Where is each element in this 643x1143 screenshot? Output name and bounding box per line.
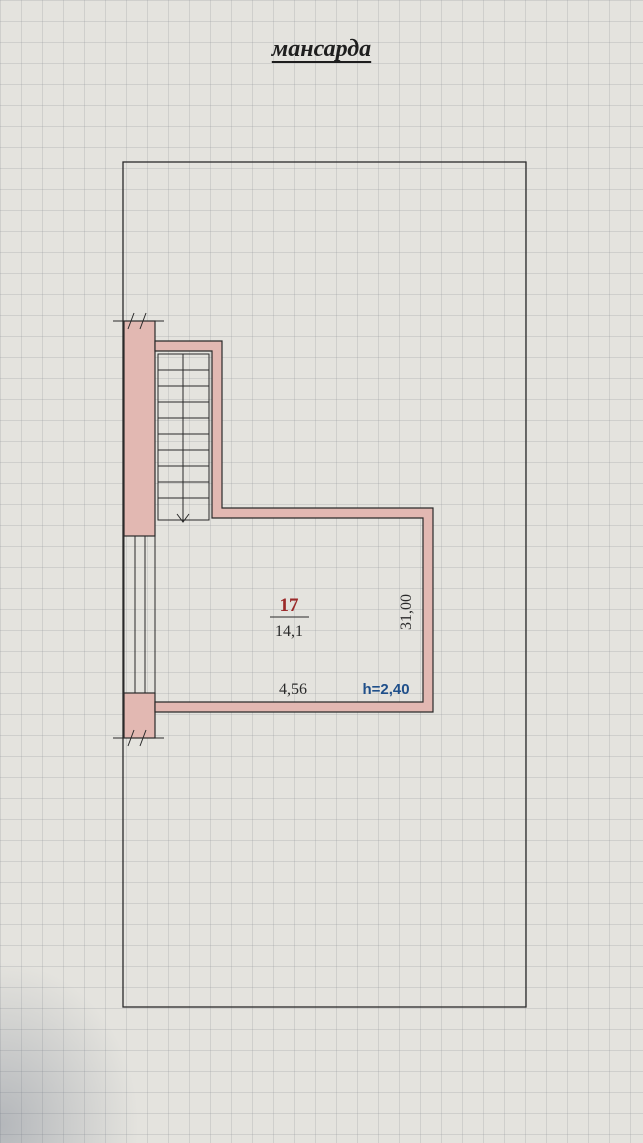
sheet-frame [122, 161, 527, 1008]
partition-walls [154, 340, 434, 713]
ceiling-height: h=2,40 [362, 681, 409, 698]
staircase [157, 353, 210, 523]
room-number: 17 [280, 595, 300, 616]
room-area: 14,1 [275, 623, 303, 640]
room-length-dimension: 31,00 [398, 594, 415, 630]
room-width-dimension: 4,56 [279, 681, 307, 698]
page-title: мансарда [271, 36, 372, 62]
left-wall [113, 312, 164, 747]
stair-arrow-icon [176, 500, 190, 523]
window [123, 536, 156, 693]
